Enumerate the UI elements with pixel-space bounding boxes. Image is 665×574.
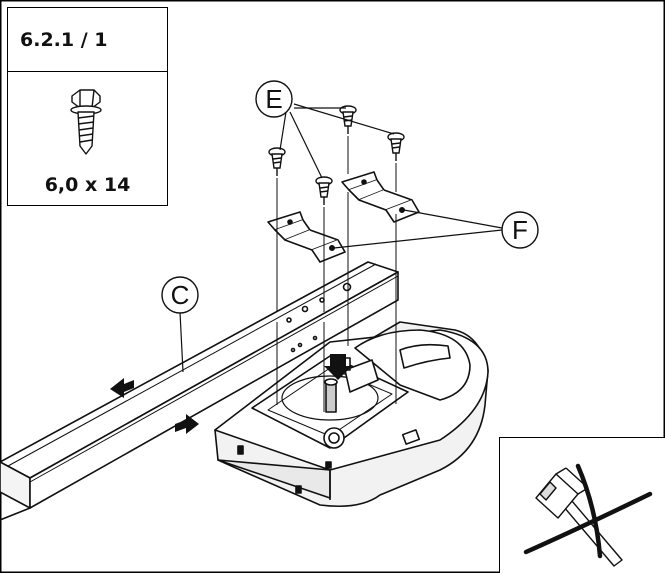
no-hammer-box <box>499 437 665 573</box>
leader-lines <box>179 103 503 373</box>
callout-f-label: F <box>512 215 528 245</box>
callout-c: C <box>161 276 199 314</box>
rail <box>0 261 399 509</box>
screws <box>268 105 405 205</box>
screw-1 <box>268 147 286 176</box>
rail-end <box>0 507 31 521</box>
screw-size-label: 6,0 x 14 <box>44 174 131 196</box>
arrow-right-icon <box>175 414 199 434</box>
screw-3 <box>339 105 357 134</box>
step-number: 6.2.1 / 1 <box>8 8 167 72</box>
screw-2 <box>315 176 333 205</box>
callout-e: E <box>255 80 293 118</box>
callout-e-label: E <box>265 84 282 114</box>
callout-c-label: C <box>171 280 190 310</box>
hex-screw-icon <box>70 89 102 155</box>
down-arrow-icon <box>324 354 352 380</box>
alignment-lines <box>276 136 397 412</box>
bracket-left <box>267 211 346 263</box>
step-info-box: 6.2.1 / 1 6,0 x 14 <box>7 7 168 206</box>
bracket-right <box>341 171 420 223</box>
arrow-left-icon <box>110 378 134 398</box>
no-hammer-icon <box>523 463 653 567</box>
operator-housing <box>214 321 489 508</box>
callout-f: F <box>501 211 539 249</box>
screw-4 <box>387 132 405 161</box>
